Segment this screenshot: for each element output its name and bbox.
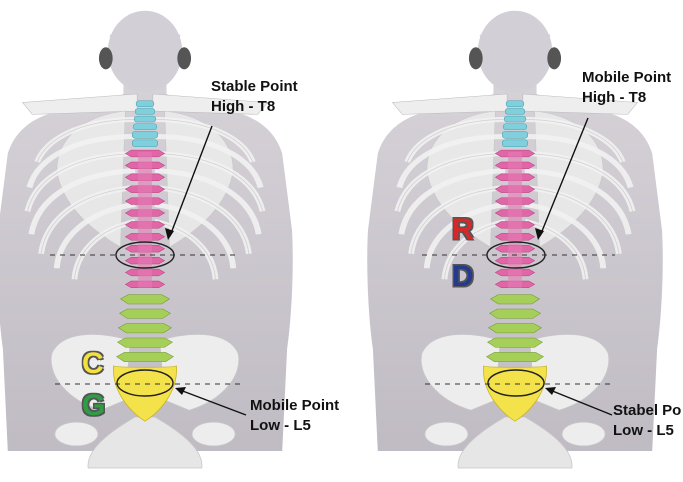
right-bottom-callout-line2: Low - L5 xyxy=(613,422,674,439)
right-bottom-callout-line1: Stabel Po xyxy=(613,402,682,419)
letter-r-text: R xyxy=(452,213,474,246)
letter-d-text: D xyxy=(452,260,474,293)
lower-arrow xyxy=(549,389,613,416)
left-figure xyxy=(0,11,293,468)
right-figure xyxy=(367,11,663,468)
letter-r: R xyxy=(452,215,474,245)
right-bottom-callout: Stabel Po Low - L5 xyxy=(613,401,681,441)
letter-g-text: G xyxy=(82,389,106,422)
lower-ellipse xyxy=(116,369,174,397)
left-top-callout: Stable Point High - T8 xyxy=(211,77,298,117)
right-top-callout-line1: Mobile Point xyxy=(582,69,672,86)
lower-ellipse xyxy=(487,369,545,397)
upper-ellipse xyxy=(486,241,546,269)
left-bottom-callout: Mobile Point Low - L5 xyxy=(250,396,339,436)
left-bottom-callout-line1: Mobile Point xyxy=(250,397,340,414)
left-bottom-callout-line2: Low - L5 xyxy=(250,417,311,434)
lower-arrowhead xyxy=(545,387,556,395)
left-top-callout-line2: High - T8 xyxy=(211,98,276,115)
upper-arrowhead xyxy=(165,228,174,240)
letter-d: D xyxy=(452,262,474,292)
lower-arrow xyxy=(179,389,247,416)
letter-c: C xyxy=(82,349,104,379)
letter-c-text: C xyxy=(82,347,104,380)
lower-arrowhead xyxy=(175,387,186,395)
upper-arrow xyxy=(169,125,213,237)
upper-arrow xyxy=(539,117,589,237)
right-top-callout: Mobile Point High - T8 xyxy=(582,68,671,108)
letter-g: G xyxy=(82,391,105,421)
upper-ellipse xyxy=(115,241,175,269)
left-top-callout-line1: Stable Point xyxy=(211,78,298,95)
upper-arrowhead xyxy=(535,228,544,240)
right-top-callout-line2: High - T8 xyxy=(582,89,647,106)
